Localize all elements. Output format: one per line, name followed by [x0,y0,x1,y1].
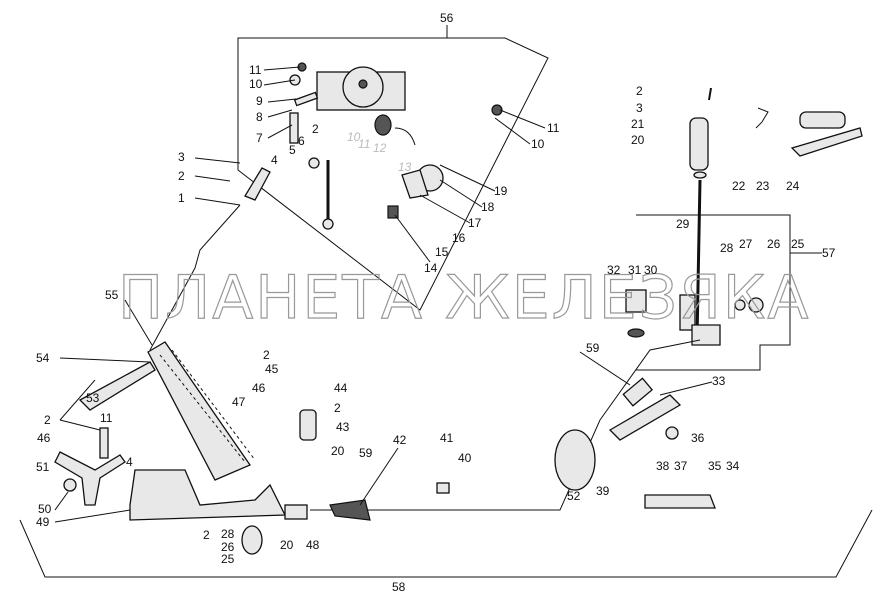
callout: 39 [596,484,610,498]
callout: 3 [178,150,185,164]
callout: 18 [481,200,495,214]
callout: 34 [726,459,740,473]
callout: 22 [732,179,746,193]
callout: 21 [631,117,645,131]
callout: 25 [221,552,235,566]
callout: 20 [331,444,345,458]
callout: 2 [312,122,319,136]
callout: 12 [373,141,387,155]
callout: 1 [178,191,185,205]
callout: 48 [306,538,320,552]
callout: 42 [393,433,407,447]
callout: 47 [232,395,246,409]
callout: 57 [822,246,836,260]
callout-labels: 56 11 10 9 8 7 2 6 5 4 3 2 1 11 10 19 18… [36,11,836,594]
bracket-assembly [289,62,503,230]
callout: 10 [347,130,361,144]
callout: 20 [280,538,294,552]
callout: 46 [252,381,266,395]
callout: 36 [691,431,705,445]
callout: 45 [265,362,279,376]
callout: 17 [468,216,482,230]
control-cable [310,339,716,521]
callout: 10 [249,77,263,91]
callout: 2 [203,528,210,542]
callout: 26 [767,237,781,251]
callout: 2 [44,413,51,427]
callout: 7 [256,131,263,145]
callout: 51 [36,460,50,474]
callout: 9 [256,94,263,108]
callout: 58 [392,580,406,594]
callout: 43 [336,420,350,434]
callout: 26 [221,540,235,554]
callout: 55 [105,288,119,302]
callout: 38 [656,459,670,473]
callout: 5 [289,143,296,157]
callout: 6 [298,134,305,148]
callout: 11 [249,63,262,77]
callout: 44 [334,381,348,395]
callout: 49 [36,515,50,529]
callout: 53 [86,391,100,405]
callout: 46 [37,431,51,445]
callout: 30 [644,263,658,277]
callout: 16 [452,231,466,245]
callout: 4 [126,455,133,469]
callout: 11 [100,411,113,425]
callout: 24 [786,179,800,193]
leader-lines [54,66,713,523]
callout: 13 [398,160,412,174]
callout: 15 [435,245,449,259]
callout: 56 [440,11,454,25]
group-outline-58 [19,509,873,578]
callout: 50 [38,502,52,516]
callout: 40 [458,451,472,465]
callout: 29 [676,217,690,231]
callout: 33 [712,374,726,388]
callout: 11 [547,121,560,135]
accelerator-pedal [54,167,317,555]
callout: 8 [256,110,263,124]
callout: 23 [756,179,770,193]
callout: 2 [636,84,643,98]
callout: 2 [263,348,270,362]
callout: 41 [440,431,454,445]
pin-and-spring-parts [625,87,863,346]
callout: 59 [586,341,600,355]
group-outline-57 [636,214,822,371]
callout: 19 [494,184,508,198]
callout: 28 [720,241,734,255]
callout: 20 [631,133,645,147]
callout: 2 [334,401,341,415]
callout: 25 [791,237,805,251]
callout: 11 [358,137,370,151]
callout: 3 [636,101,643,115]
callout: 10 [531,137,545,151]
callout: 28 [221,527,235,541]
callout: 52 [567,489,581,503]
callout: 59 [359,446,373,460]
callout: 4 [271,153,278,167]
callout: 14 [424,261,438,275]
callout: 2 [178,169,185,183]
group-outline-56 [237,25,549,311]
callout: 32 [607,263,621,277]
callout: 54 [36,351,50,365]
callout: 31 [628,263,642,277]
watermark: ПЛАНЕТА ЖЕЛЕЗЯКА [118,263,810,333]
callout: 27 [739,237,753,251]
callout: 35 [708,459,722,473]
callout: 37 [674,459,688,473]
